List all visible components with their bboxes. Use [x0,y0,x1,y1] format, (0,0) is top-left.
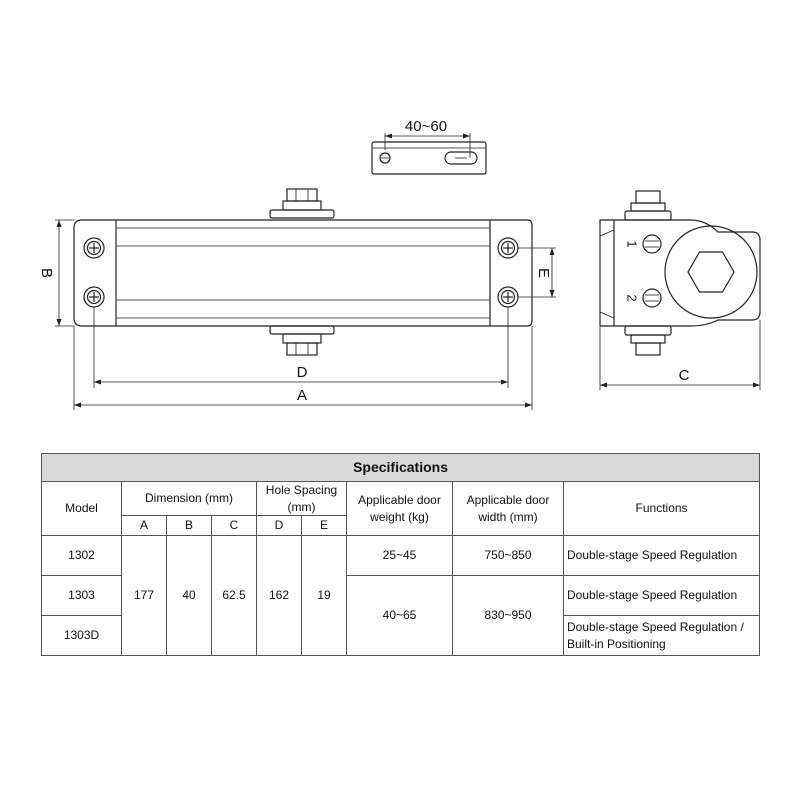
table-row: 1303D Double-stage Speed Regulation / Bu… [41,615,761,656]
model-cell: 1303 [41,575,122,616]
specifications-table: Specifications Model Dimension (mm) Hole… [40,453,761,656]
value-c-cell: 62.5 [211,535,257,656]
function-cell: Double-stage Speed Regulation [562,535,761,576]
valve-2-label: 2 [625,294,640,301]
function-line-2: Built-in Positioning [567,636,666,651]
valve-1-label: 1 [625,240,640,247]
table-row: 1302 177 40 62.5 162 19 25~45 750~850 Do… [41,535,761,656]
front-dimension-lines [55,219,556,410]
header-door-weight: Applicable door weight (kg) [346,481,453,536]
dimension-b-label: B [38,268,55,278]
header-hole-spacing: Hole Spacing (mm) [256,481,347,516]
model-cell: 1302 [41,535,122,576]
width-cell: 830~950 [452,575,564,656]
dimension-c-label: C [679,367,690,384]
header-door-width: Applicable door width (mm) [452,481,564,536]
screw-top-right [497,237,519,259]
header-e: E [301,515,347,536]
value-b-cell: 40 [166,535,212,656]
weight-cell: 40~65 [346,575,453,656]
width-cell: 750~850 [452,535,564,576]
side-dimension-lines [599,320,761,390]
model-cell: 1303D [41,615,122,656]
table-row: 1303 40~65 830~950 Double-stage Speed Re… [41,575,761,656]
header-functions: Functions [562,481,761,536]
header-dimension: Dimension (mm) [121,481,257,516]
bracket-spacing-label: 40~60 [405,118,447,135]
mounting-bracket [371,133,487,175]
screw-bottom-right [497,286,519,308]
door-closer-front-view [73,188,533,356]
weight-cell: 25~45 [346,535,453,576]
valve-screw-2 [642,288,662,308]
valve-screw-1 [642,234,662,254]
dimension-a-label: A [297,387,307,404]
door-closer-side-view [599,190,761,356]
dimension-e-label: E [535,268,552,278]
table-title: Specifications [40,453,761,482]
screw-top-left [83,237,105,259]
value-e-cell: 19 [301,535,347,656]
technical-drawing: 40~60 B E D A C 1 2 [38,118,761,410]
header-d: D [256,515,302,536]
header-c: C [211,515,257,536]
function-cell: Double-stage Speed Regulation [562,575,761,616]
header-b: B [166,515,212,536]
dimension-arrows [56,133,760,408]
header-model: Model [41,481,122,536]
specifications-table-wrapper: Specifications Model Dimension (mm) Hole… [40,453,761,656]
value-a-cell: 177 [121,535,167,656]
value-d-cell: 162 [256,535,302,656]
header-a: A [121,515,167,536]
dimension-d-label: D [297,364,308,381]
screw-bottom-left [83,286,105,308]
function-cell: Double-stage Speed Regulation / Built-in… [562,615,761,656]
function-line-1: Double-stage Speed Regulation / [567,620,744,635]
